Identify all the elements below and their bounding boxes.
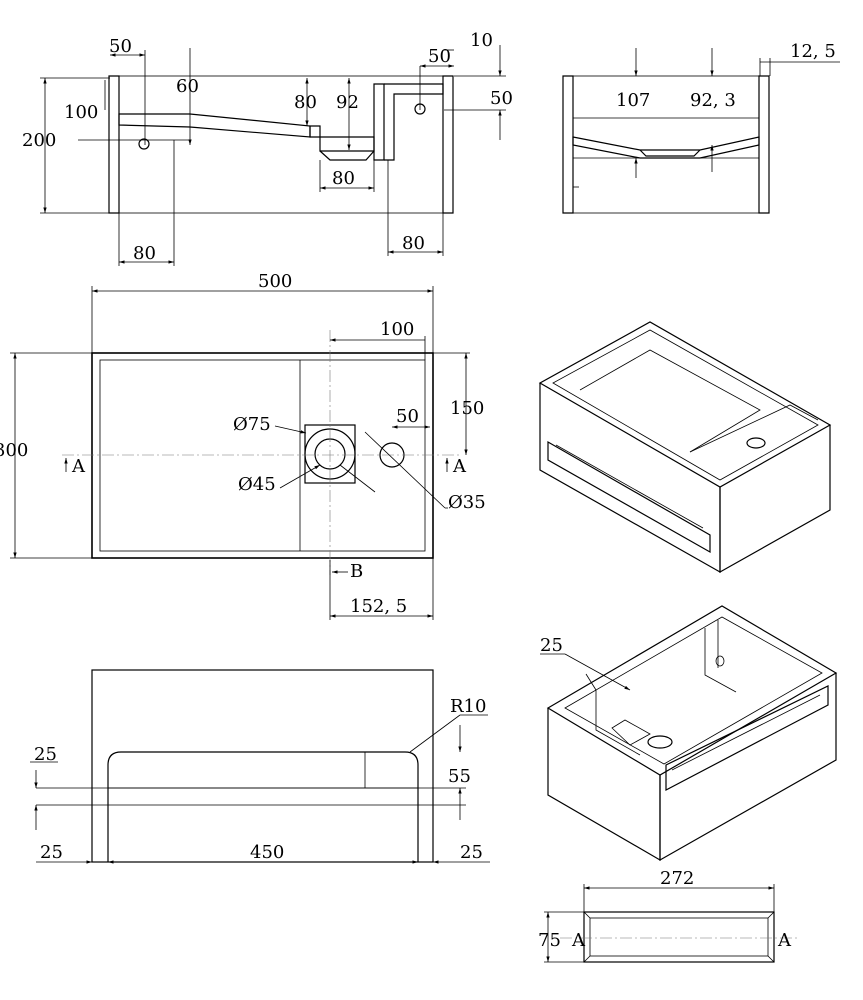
dim-50-plan: 50	[396, 406, 419, 427]
dim-200: 200	[22, 130, 56, 151]
plan-view-dimensions: 500 300 100 150 50 Ø75 Ø45 Ø35 152, 5 A …	[0, 271, 486, 620]
dim-152-5: 152, 5	[350, 596, 407, 617]
isometric-view-bottom	[546, 605, 838, 862]
dim-80-bottom-right: 80	[402, 233, 425, 254]
section-view-a	[108, 75, 454, 214]
section-mark-a-handle-left: A	[571, 930, 586, 951]
dim-25-iso: 25	[540, 635, 563, 656]
section-view-b	[562, 75, 770, 214]
plan-view	[62, 330, 460, 575]
dim-50-left: 50	[109, 36, 132, 57]
dim-25-right: 25	[460, 842, 483, 863]
isometric-view-top	[538, 321, 832, 574]
dim-75: 75	[538, 930, 561, 951]
dim-100: 100	[64, 102, 98, 123]
dim-300: 300	[0, 440, 28, 461]
dim-92-3: 92, 3	[690, 90, 736, 111]
section-view-a-dimensions: 50 60 100 200 80 92 80 50 10 50 80 8	[22, 30, 513, 266]
dim-60: 60	[176, 76, 199, 97]
section-mark-a-handle-right: A	[777, 930, 792, 951]
dim-dia-45: Ø45	[238, 474, 276, 495]
dim-500: 500	[258, 271, 292, 292]
dim-107: 107	[616, 90, 650, 111]
dim-dia-75: Ø75	[233, 414, 271, 435]
dim-50-right: 50	[428, 46, 451, 67]
handle-detail-dimensions: 272 75 A A	[538, 868, 792, 963]
section-mark-b: B	[350, 561, 363, 582]
dim-12-5: 12, 5	[790, 41, 836, 62]
dim-80-drain: 80	[332, 168, 355, 189]
dim-10: 10	[470, 30, 493, 51]
dim-25-left: 25	[40, 842, 63, 863]
front-view-dimensions: R10 55 25 25 450 25	[30, 696, 490, 864]
dim-272: 272	[660, 868, 694, 889]
dim-100-plan: 100	[380, 319, 414, 340]
section-mark-a-right: A	[452, 456, 467, 477]
dim-55: 55	[448, 766, 471, 787]
section-mark-a-left: A	[71, 456, 86, 477]
front-view	[36, 669, 466, 863]
dim-150: 150	[450, 398, 484, 419]
section-view-b-dimensions: 107 92, 3 12, 5	[616, 41, 840, 178]
handle-detail	[560, 911, 798, 963]
dim-r10: R10	[450, 696, 486, 717]
isometric-bottom-dimensions: 25	[540, 635, 631, 691]
dim-25-top: 25	[34, 744, 57, 765]
dim-450: 450	[250, 842, 284, 863]
dim-80-mid: 80	[294, 92, 317, 113]
dim-50-hole: 50	[490, 88, 513, 109]
dim-80-bottom-left: 80	[133, 243, 156, 264]
dim-92: 92	[336, 92, 359, 113]
dim-dia-35: Ø35	[448, 492, 486, 513]
